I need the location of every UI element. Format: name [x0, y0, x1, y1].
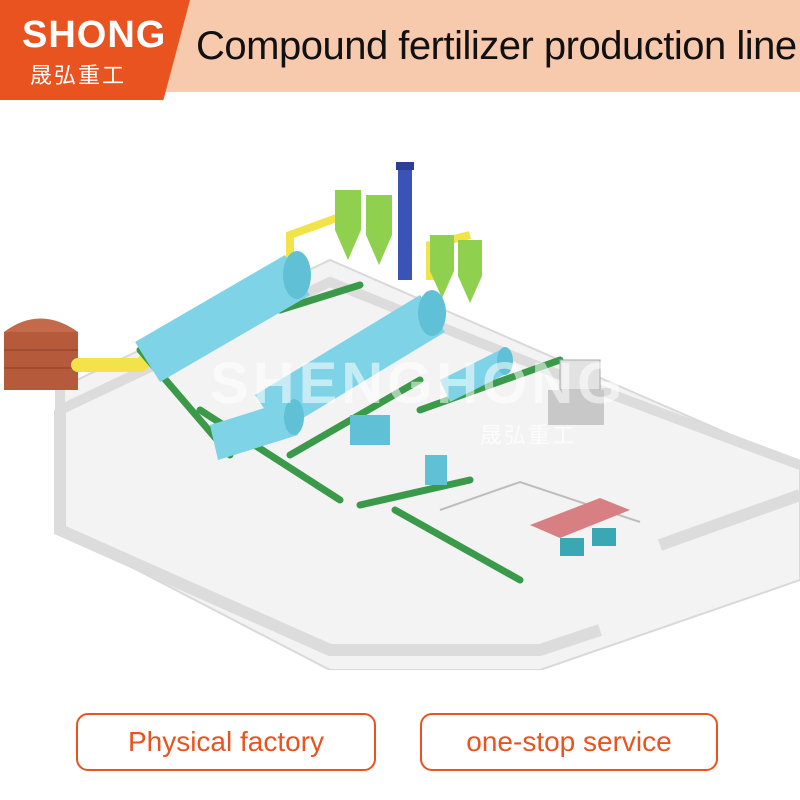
- factory-wall-right: [657, 489, 800, 551]
- watermark-cn: 晟弘重工: [480, 424, 577, 449]
- batching-system: [439, 480, 641, 556]
- packing-machine: [548, 359, 604, 425]
- brand-logo: SHONG 晟弘重工: [0, 0, 190, 100]
- rotary-dryer: [135, 251, 311, 382]
- factory-wall-front: [54, 410, 602, 656]
- rotary-screener: [440, 347, 513, 402]
- watermark-en: SHENGHONG: [210, 351, 627, 416]
- physical-factory-badge: Physical factory: [76, 713, 376, 771]
- cyclone-group-1: [335, 190, 392, 265]
- factory-wall: [55, 276, 800, 470]
- hot-air-furnace: [4, 318, 78, 390]
- rotary-cooler: [255, 290, 446, 432]
- one-stop-service-badge: one-stop service: [420, 713, 718, 771]
- page-title: Compound fertilizer production line: [196, 24, 797, 68]
- cyclone-group-2: [430, 235, 482, 303]
- logo-text-en: SHONG: [22, 14, 167, 56]
- rotary-granulator: [210, 399, 304, 460]
- crusher-machine: [350, 415, 447, 485]
- chimney: [398, 165, 412, 280]
- logo-text-cn: 晟弘重工: [30, 64, 127, 89]
- dust-pipe-1: [286, 211, 347, 260]
- production-line-illustration: [4, 162, 800, 670]
